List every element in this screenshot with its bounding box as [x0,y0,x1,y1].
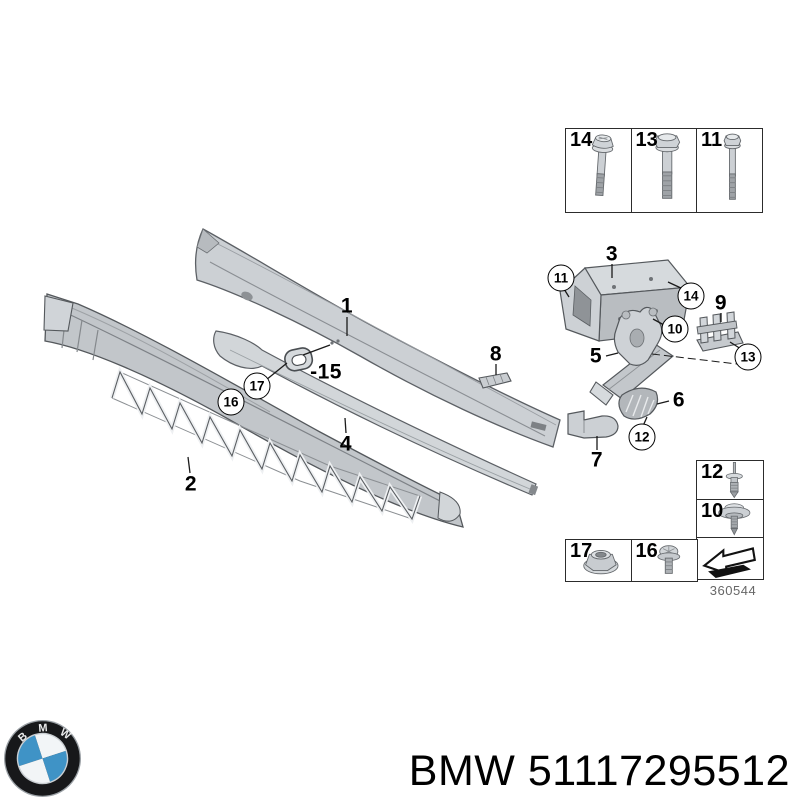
part-1-bumper-carrier [195,228,561,448]
bmw-roundel-logo: B M W [4,720,81,797]
hex-bolt-icon [723,133,742,200]
callout-10: 10 [661,315,689,343]
expanding-rivet-icon [725,462,743,499]
direction-arrow-icon [702,547,756,579]
callout-13: 13 [734,343,762,371]
hardware-cell-17: 17 [565,539,632,582]
hardware-label-10: 10 [701,499,724,522]
hardware-cell-12: 12 [696,460,764,500]
part-label-4: 4 [339,432,353,456]
hardware-label-14: 14 [570,129,593,151]
drawing-number: 360544 [709,583,757,598]
part-label-8: 8 [489,342,503,366]
hex-flange-bolt-icon [653,133,680,199]
hardware-label-17: 17 [570,540,593,562]
part-label-3: 3 [605,242,619,266]
hardware-table-bolts: 14 13 [565,128,763,213]
flange-nut-icon [583,550,619,575]
part-4-lower-bar [213,330,539,496]
part-7-hook-bracket [567,410,619,439]
hardware-cell-16: 16 [630,539,698,582]
part-2-energy-absorber [43,293,464,528]
hardware-cell-13: 13 [630,128,698,213]
part-label-1: 1 [340,294,354,318]
hardware-label-13: 13 [635,129,658,151]
hardware-label-11: 11 [701,129,723,151]
torx-screw-icon [656,545,680,574]
hardware-cell-14: 14 [565,128,632,213]
body-rivet-icon [718,502,751,536]
part-label-6: 6 [672,388,686,412]
callout-17: 17 [243,372,271,400]
callout-12: 12 [628,423,656,451]
part-number-text: 51117295512 [527,747,790,795]
hardware-column-clips: 12 10 [696,460,764,580]
callout-16: 16 [217,388,245,416]
hardware-label-12: 12 [701,461,724,483]
brand-text: BMW [408,747,516,795]
part-number-line: BMW 51117295512 [408,747,790,795]
part-label-9: 9 [714,291,728,315]
part-label-7: 7 [590,448,604,472]
part-label-2: 2 [184,472,198,496]
callout-14: 14 [677,282,705,310]
part-label-15: -15 [310,360,342,384]
hardware-cell-arrow [696,537,764,580]
hardware-cell-10: 10 [696,498,764,539]
hardware-row-fasteners: 17 16 [565,539,698,582]
torx-flange-bolt-icon [591,134,614,197]
part-6-ribbed-cap [618,387,659,420]
part-label-5: 5 [589,344,603,368]
hardware-cell-11: 11 [696,128,763,213]
part-5-bracket [589,306,674,406]
hardware-label-16: 16 [635,540,658,562]
part-9-finned-bracket [696,311,744,352]
callout-11: 11 [547,264,575,292]
logo-letter-m: M [38,722,48,735]
part-8-plate [478,372,512,389]
